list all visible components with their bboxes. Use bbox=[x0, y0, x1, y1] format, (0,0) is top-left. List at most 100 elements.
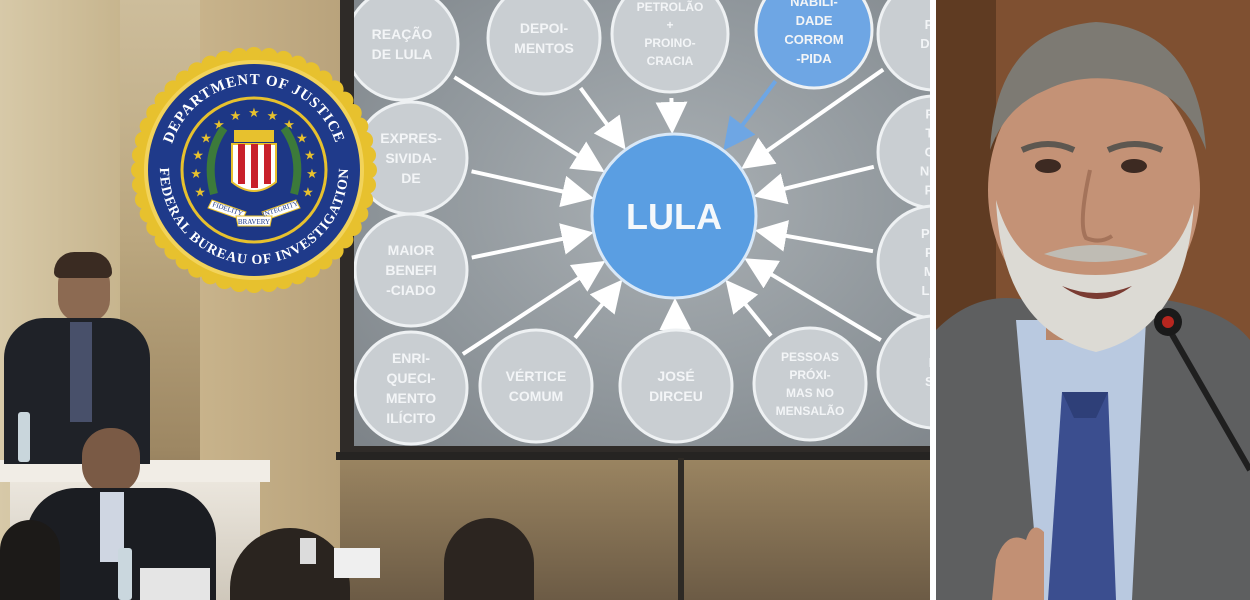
bubble-label: DIRCEU bbox=[649, 388, 703, 404]
diagram-arrow bbox=[744, 258, 882, 342]
diagram-arrow bbox=[453, 75, 605, 173]
seal-star-icon: ★ bbox=[283, 117, 295, 132]
fbi-seal-logo: DEPARTMENT OF JUSTICE FEDERAL BUREAU OF … bbox=[131, 47, 377, 293]
bubble-label: MAS NO bbox=[786, 386, 834, 400]
bubble-label: PO bbox=[925, 17, 930, 32]
seal-star-icon: ★ bbox=[230, 108, 242, 123]
diagram-arrow bbox=[578, 86, 626, 150]
name-card bbox=[300, 538, 316, 564]
bubble-label: NOS bbox=[920, 164, 930, 179]
bubble-circle bbox=[876, 0, 930, 92]
bubble-circle bbox=[354, 212, 469, 328]
seal-star-icon: ★ bbox=[213, 117, 225, 132]
name-card bbox=[334, 548, 380, 578]
center-node: LULA bbox=[590, 132, 758, 300]
bubble-label: MAIOR bbox=[388, 242, 435, 258]
bubble-label: PRÓXI- bbox=[789, 367, 830, 382]
seal-star-icon: ★ bbox=[192, 147, 204, 162]
diagram-arrow bbox=[725, 279, 773, 338]
diagram-arrow bbox=[723, 79, 778, 151]
bubble-label: + bbox=[666, 18, 673, 32]
bubble-label: PROINO- bbox=[644, 36, 695, 50]
seal-ribbon-middle: BRAVERY bbox=[238, 218, 270, 226]
screen-bottom-bar bbox=[336, 452, 930, 460]
bubble-label: PE bbox=[925, 107, 930, 122]
seated-man-head bbox=[82, 428, 140, 494]
bubble-label: MENSALÃO bbox=[776, 403, 845, 418]
bubble-label: MA bbox=[924, 264, 930, 279]
seal-stars: ★★★★★★★★★★★★★ bbox=[190, 105, 317, 199]
diagram-arrow bbox=[471, 223, 594, 260]
bubble-label: -CIADO bbox=[386, 282, 436, 298]
diagram-arrow bbox=[461, 260, 606, 356]
bubble-circle bbox=[478, 328, 594, 444]
diagram-arrows bbox=[453, 67, 885, 356]
bubble-circle bbox=[876, 314, 930, 430]
bubble-label: DEC bbox=[920, 36, 930, 51]
screen-stand-pole bbox=[678, 458, 684, 600]
audience-head bbox=[444, 518, 534, 600]
image-divider bbox=[930, 0, 936, 600]
portrait-photo bbox=[936, 0, 1250, 600]
bubble-label: MENTO bbox=[386, 390, 436, 406]
bubble-circle bbox=[618, 328, 734, 444]
diagram-arrow bbox=[754, 220, 874, 254]
water-bottle bbox=[18, 412, 30, 462]
bubble-label: PETROLÃO bbox=[637, 0, 704, 14]
seal-star-icon: ★ bbox=[200, 130, 212, 145]
bubble-label: REAÇÃO bbox=[372, 25, 433, 42]
bubble-label: CORROM bbox=[784, 32, 843, 47]
bubble-label: TU bbox=[925, 126, 930, 141]
speaker-hair bbox=[54, 252, 112, 278]
bubble-label: QUECI- bbox=[387, 370, 436, 386]
bubble-label: PES bbox=[921, 226, 930, 241]
bubble-label: CR bbox=[925, 145, 930, 160]
seal-star-icon: ★ bbox=[302, 184, 314, 199]
bubble-label: EXPRES- bbox=[380, 130, 442, 146]
bubble-label: VÉRTICE bbox=[506, 368, 567, 384]
diagram-arrow bbox=[741, 67, 885, 169]
seal-star-icon: ★ bbox=[304, 147, 316, 162]
bubble-circle bbox=[610, 0, 730, 94]
bubble-label: M bbox=[929, 355, 930, 370]
bubble-label: PR bbox=[925, 245, 930, 260]
speaker-tie bbox=[70, 322, 92, 422]
diagram-arrow bbox=[471, 169, 594, 208]
diagram-bubble: PESSOAS PRÓXI- MAS NO MENSALÃO bbox=[752, 326, 868, 442]
bubble-label: -PIDA bbox=[796, 51, 832, 66]
portrait-illustration bbox=[936, 0, 1250, 600]
bubble-label: CRACIA bbox=[647, 54, 694, 68]
audience-head bbox=[0, 520, 60, 600]
bubble-circle bbox=[876, 94, 930, 210]
bubble-circle bbox=[754, 0, 874, 90]
name-card bbox=[140, 568, 210, 600]
diagram-arrow bbox=[573, 279, 623, 340]
bubble-label: LAV bbox=[921, 283, 930, 298]
bubble-label: PESSOAS bbox=[781, 350, 839, 364]
diagram-bubble: REAÇÃO DE LULA bbox=[354, 0, 460, 102]
center-label: LULA bbox=[626, 196, 722, 237]
seal-star-icon: ★ bbox=[267, 108, 279, 123]
bubble-label: COMUM bbox=[509, 388, 563, 404]
bubble-label: BENEFI bbox=[385, 262, 436, 278]
diagram-arrow bbox=[655, 97, 688, 135]
bubble-label: DE LULA bbox=[372, 46, 433, 62]
diagram-arrow bbox=[753, 164, 875, 205]
seal-star-icon: ★ bbox=[296, 130, 308, 145]
seal-star-icon: ★ bbox=[194, 184, 206, 199]
diagram-bubble: PES PR MA LAV bbox=[876, 204, 930, 320]
bubble-circle bbox=[486, 0, 602, 96]
diagram-bubble: M SA bbox=[876, 314, 930, 430]
bubble-label: SA bbox=[925, 374, 930, 389]
seal-star-icon: ★ bbox=[190, 166, 202, 181]
water-bottle bbox=[118, 548, 132, 600]
bubble-label: JOSÉ bbox=[657, 368, 694, 384]
bubble-label: SIVIDA- bbox=[385, 150, 437, 166]
